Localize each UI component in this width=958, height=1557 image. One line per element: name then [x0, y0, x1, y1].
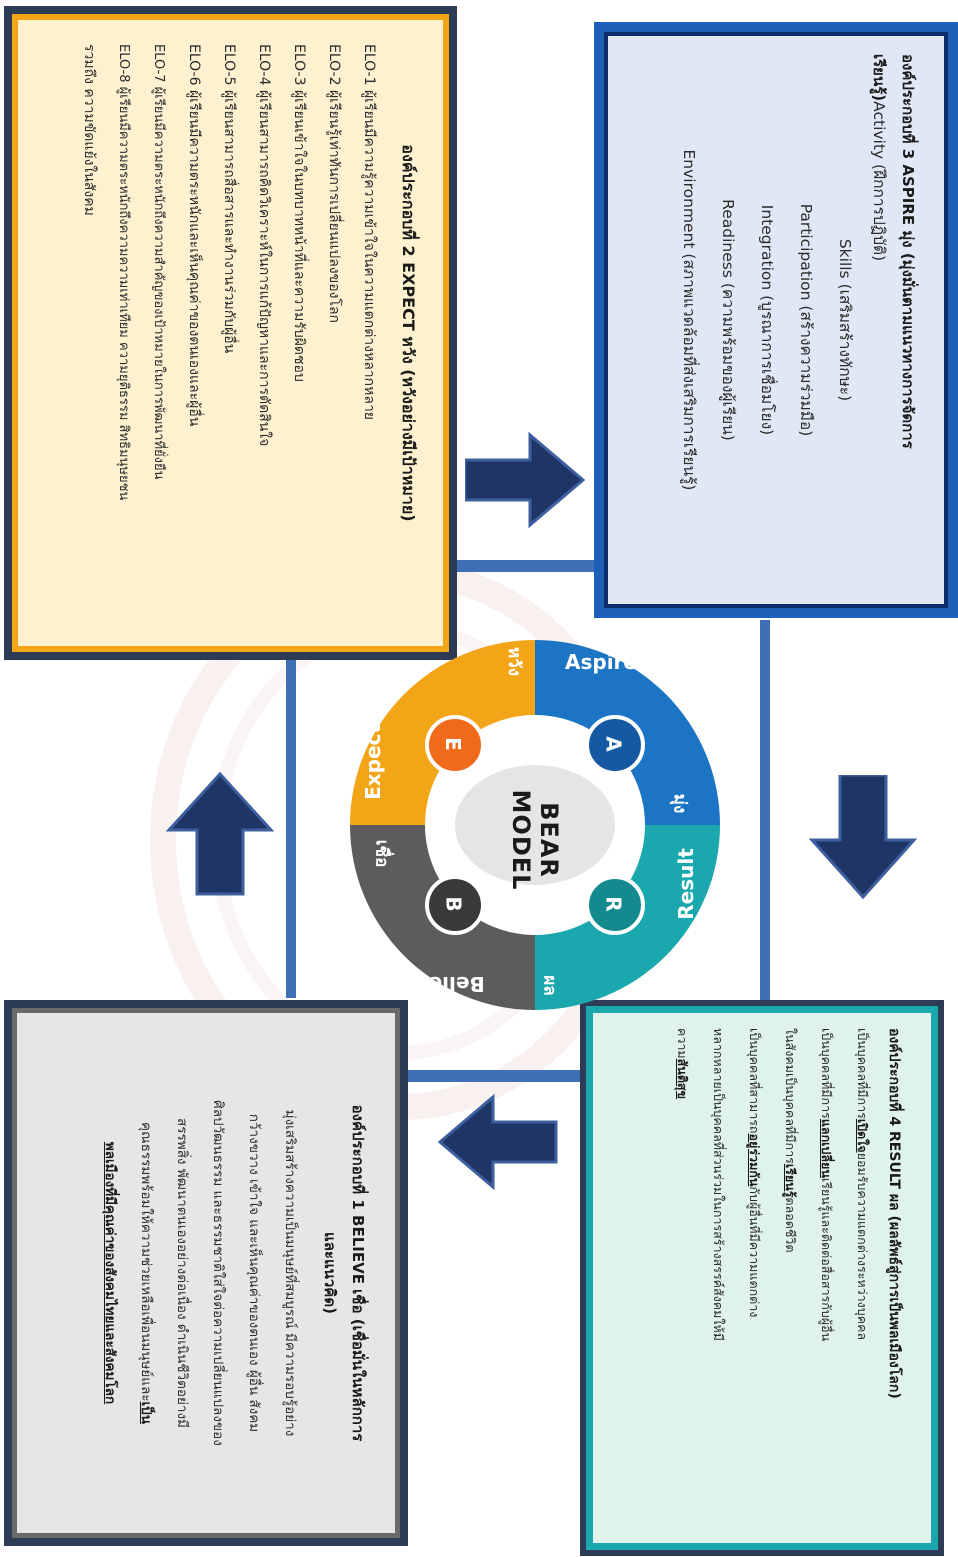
aspire-title: องค์ประกอบที่ 3 ASPIRE มุ่ง (มุ่งมั่นตาม…	[899, 54, 917, 449]
aspire-item: Readiness (ความพร้อมของผู้เรียน)	[719, 199, 737, 441]
believe-title: องค์ประกอบที่ 1 BELIEVE เชื่อ (เชื่อมั่น…	[349, 1104, 367, 1442]
result-text: ความ	[675, 1028, 690, 1059]
arrow-up-icon	[165, 772, 275, 896]
aspire-list: Skills (เสริมสร้างทักษะ) Participation (…	[669, 54, 864, 586]
aspire-title-2: เรียนรู้)	[870, 54, 888, 102]
expect-item: ELO-8 ผู้เรียนมีความตระหนักถึงความความเท…	[115, 44, 131, 501]
result-emph: เปิดใจ	[855, 1118, 870, 1153]
expect-item: ELO-5 ผู้เรียนสามารถสื่อสารและทำงานร่วมก…	[220, 44, 237, 354]
believe-line: สรรพสิ่ง พัฒนาตนเองอย่างต่อเนื่อง ดำเนิน…	[174, 1118, 190, 1428]
result-title: องค์ประกอบที่ 4 RESULT ผล (ผลลัพธ์สู่การ…	[886, 1028, 902, 1399]
label-aspire-thai: มุ่ง	[669, 793, 690, 814]
label-believe-thai: เชื่อ	[371, 839, 392, 868]
world-map-icon	[455, 765, 615, 885]
expect-item: ELO-6 ผู้เรียนมีความตระหนักและเห็นคุณค่า…	[185, 44, 202, 427]
result-emph: อยู่ร่วมกัน	[747, 1133, 762, 1187]
expect-item: ELO-2 ผู้เรียนรู้เท่าทันการเปลี่ยนแปลงขอ…	[325, 44, 342, 324]
model-title: BEAR MODEL	[507, 789, 563, 891]
connector-top-horizontal	[455, 560, 595, 572]
believe-line-emph: พลเมืองที่มีคุณค่าของสังคมไทยและสังคมโลก	[102, 1141, 118, 1405]
label-result-thai: ผล	[539, 975, 560, 996]
aspire-item: Environment (สภาพแวดล้อมที่ส่งเสริมการเร…	[680, 149, 698, 491]
result-text: กับผู้อื่นที่มีความแตกต่าง	[747, 1186, 762, 1318]
connector-bottom-horizontal	[405, 1070, 585, 1082]
expect-item: ELO-4 ผู้เรียนสามารถคิดวิเคราะห์ในการแก้…	[255, 44, 272, 447]
result-line: เป็นบุคคลที่มีการเปิดใจยอมรับความแตกต่าง…	[844, 1028, 880, 1528]
aspire-title-cont: เรียนรู้)Activity (ฝึกการปฏิบัติ)	[864, 54, 894, 586]
believe-line: คุณธรรมพร้อมให้ความช่วยเหลือเพื่อนมนุษย์…	[128, 1030, 164, 1516]
believe-line: ศิลปวัฒนธรรม และธรรมชาติใส่ใจต่อความเปลี…	[210, 1100, 226, 1446]
expect-item: ELO-3 ผู้เรียนเข้าใจในบทบาทหน้าที่และควา…	[290, 44, 307, 382]
letter-e: E	[440, 737, 465, 751]
label-aspire: Aspire	[565, 650, 637, 674]
result-line: เป็นบุคคลที่สามารถอยู่ร่วมกันกับผู้อื่นท…	[736, 1028, 772, 1528]
expect-item: ELO-7 ผู้เรียนมีความตระหนักถึงความสำคัญข…	[150, 44, 166, 480]
expect-item: รวมถึง ความขัดแย้งในสังคม	[80, 44, 97, 216]
arrow-right-icon	[465, 431, 585, 529]
expect-box: องค์ประกอบที่ 2 EXPECT หวัง (หวังอย่างมี…	[4, 6, 457, 660]
result-text: เป็นบุคคลที่มีการ	[855, 1028, 870, 1119]
connector-right-vertical	[760, 620, 770, 1000]
result-line: เป็นบุคคลที่มีการแลกเปลี่ยนเรียนรู้และติ…	[808, 1028, 844, 1528]
result-line: ความสันติสุข	[664, 1028, 700, 1528]
result-body: เป็นบุคคลที่มีการเปิดใจยอมรับความแตกต่าง…	[664, 1028, 880, 1528]
letter-r: R	[601, 896, 626, 912]
result-text: ยอมรับความแตกต่างระหว่างบุคคล	[855, 1152, 870, 1341]
label-expect: Expect	[360, 724, 385, 800]
letter-b: B	[441, 896, 466, 912]
result-emph: แลกเปลี่ยน	[819, 1118, 834, 1178]
result-text: เป็นบุคคลที่มีการ	[819, 1028, 834, 1119]
aspire-box: องค์ประกอบที่ 3 ASPIRE มุ่ง (มุ่งมั่นตาม…	[594, 22, 958, 618]
believe-line: มุ่งเสริมสร้างความเป็นมนุษย์ที่สมบูรณ์ ม…	[282, 1109, 298, 1437]
result-text: เป็นบุคคลที่สามารถ	[747, 1028, 762, 1134]
letter-a: A	[601, 736, 626, 752]
expect-title: องค์ประกอบที่ 2 EXPECT หวัง (หวังอย่างมี…	[398, 144, 418, 522]
label-expect-thai: หวัง	[504, 646, 525, 677]
believe-box: องค์ประกอบที่ 1 BELIEVE เชื่อ (เชื่อมั่น…	[4, 1000, 408, 1546]
aspire-item: Participation (สร้างความร่วมมือ)	[797, 203, 815, 437]
bear-ring	[350, 640, 720, 1010]
aspire-item: Integration (บูรณาการเชื่อมโยง)	[758, 204, 776, 436]
result-text: ในสังคมเป็นบุคคลที่มีการ	[783, 1028, 798, 1164]
believe-line: กว้างขวาง เข้าใจ และเห็นคุณค่าของตนเอง ผ…	[246, 1113, 262, 1433]
result-line: หลากหลายเป็นบุคคลที่ส่วนร่วมในการสร้างสร…	[711, 1028, 726, 1341]
arrow-left-icon	[438, 1093, 558, 1191]
connector-left-vertical	[286, 658, 296, 998]
result-text: ตลอดชีวิต	[783, 1197, 798, 1253]
result-emph: เรียนรู้	[783, 1163, 798, 1198]
believe-line-text: คุณธรรมพร้อมให้ความช่วยเหลือเพื่อนมนุษย์…	[138, 1122, 154, 1402]
result-box: องค์ประกอบที่ 4 RESULT ผล (ผลลัพธ์สู่การ…	[580, 1000, 944, 1556]
label-believe: Believe	[402, 972, 485, 996]
bear-model-diagram: E A R B BEAR MODEL Expect หวัง Aspire มุ…	[350, 640, 720, 1010]
believe-line-emph: เป็น	[138, 1401, 154, 1424]
aspire-item-activity: Activity (ฝึกการปฏิบัติ)	[870, 101, 888, 262]
believe-title-2: และแนวคิด)	[321, 1232, 339, 1314]
result-text: เรียนรู้และติดต่อสื่อสารกับผู้อื่น	[819, 1177, 834, 1342]
expect-list: ELO-1 ผู้เรียนมีความรู้ความเข้าใจในความแ…	[71, 44, 386, 622]
arrow-down-icon	[808, 775, 918, 900]
result-line: ในสังคมเป็นบุคคลที่มีการเรียนรู้ตลอดชีวิ…	[772, 1028, 808, 1528]
expect-item: ELO-1 ผู้เรียนมีความรู้ความเข้าใจในความแ…	[360, 44, 377, 421]
believe-body: มุ่งเสริมสร้างความเป็นมนุษย์ที่สมบูรณ์ ม…	[92, 1030, 308, 1516]
label-result: Result	[673, 848, 698, 920]
result-emph: สันติสุข	[675, 1058, 690, 1100]
aspire-item: Skills (เสริมสร้างทักษะ)	[836, 238, 854, 402]
